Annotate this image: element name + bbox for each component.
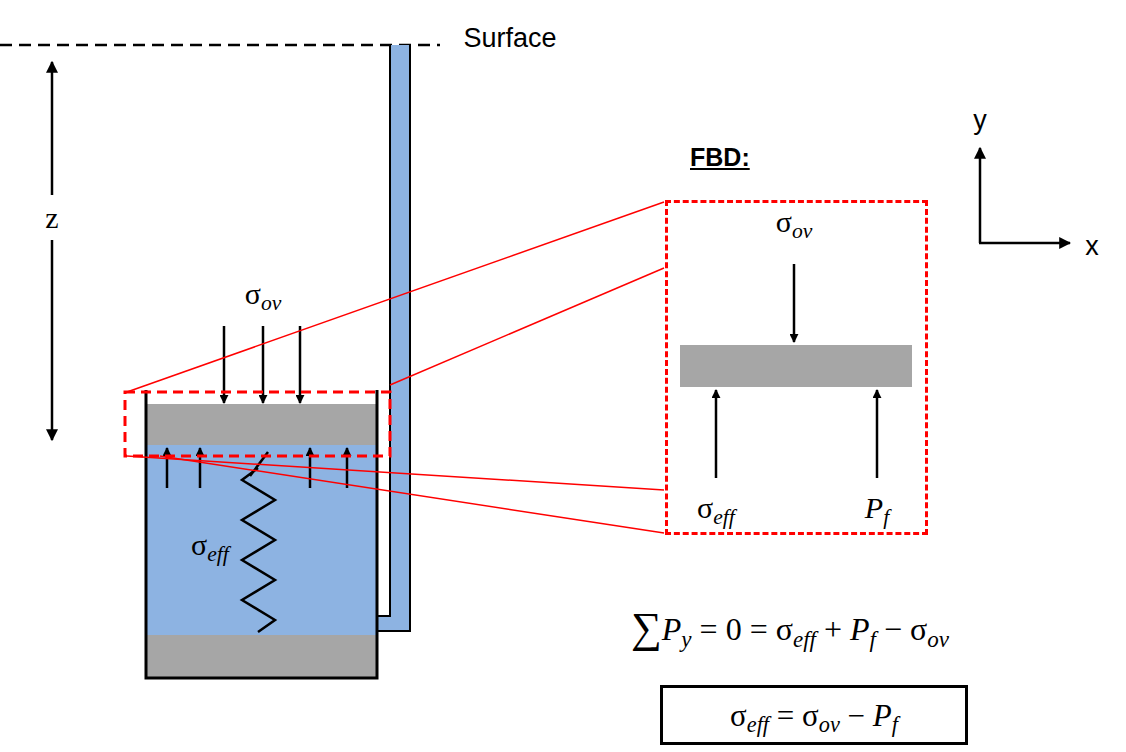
zoom-leader [127, 202, 664, 392]
zoom-leader [160, 456, 664, 533]
depth-label: z [45, 203, 58, 233]
zoom-leader [390, 268, 664, 385]
axis-arrow [979, 242, 1070, 245]
force-arrow [715, 390, 718, 478]
result-equation: σeff = σov − Pf [730, 700, 898, 731]
standpipe-water [376, 616, 409, 630]
axis-label: y [973, 107, 987, 134]
force-arrow [876, 390, 879, 478]
force-arrow [793, 264, 796, 342]
zoom-leader [127, 456, 664, 490]
surface-label: Surface [463, 25, 556, 52]
force-label: Pf [865, 493, 889, 523]
zoom-box [125, 392, 390, 456]
equilibrium-equation: ∑Py = 0 = σeff + Pf − σov [631, 606, 949, 649]
top-platen [147, 404, 376, 445]
stress-arrow [199, 448, 202, 488]
stress-label: σov [245, 279, 282, 309]
standpipe-water [391, 45, 409, 630]
depth-arrow [51, 62, 54, 195]
axis-label: x [1085, 233, 1099, 260]
stress-arrow [299, 326, 302, 403]
spring [242, 468, 275, 632]
fbd-heading: FBD: [690, 143, 750, 172]
result-box: σeff = σov − Pf [660, 685, 968, 745]
standpipe-tube [377, 45, 410, 631]
surface-line [0, 44, 440, 47]
container [146, 390, 377, 678]
stress-arrow [346, 448, 349, 488]
bottom-platen [147, 635, 376, 677]
pore-water [147, 445, 376, 635]
fbd-box: FBD: [665, 200, 928, 535]
stress-label: σeff [191, 530, 229, 560]
stress-label: σeff [697, 493, 735, 523]
fbd-platen [680, 345, 912, 387]
stress-arrow [166, 448, 169, 488]
axis-arrow [979, 148, 982, 243]
depth-arrow [51, 240, 54, 440]
stress-label: σov [776, 207, 813, 237]
